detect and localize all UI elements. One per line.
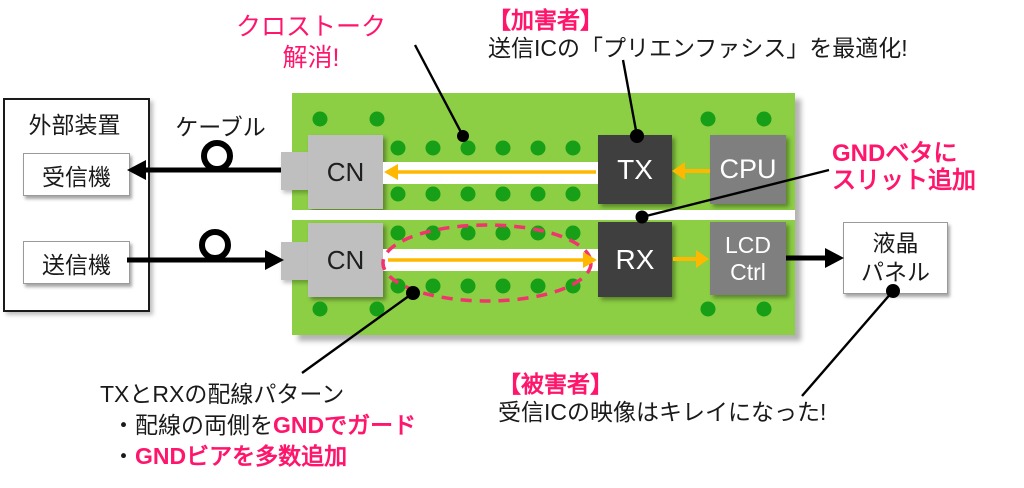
cn-bottom-connector: CN xyxy=(308,223,383,297)
attacker-heading: 【加害者】 xyxy=(488,7,603,33)
tx-ic-block: TX xyxy=(598,135,672,204)
wiring-line2-prefix: ・配線の両側を xyxy=(112,412,273,438)
gnd-slit-line2: スリット追加 xyxy=(832,167,976,194)
crosstalk-line1: クロストーク xyxy=(235,13,386,41)
lcd-panel-line1: 液晶 xyxy=(872,230,919,256)
cn-bottom-connector-tab xyxy=(281,242,309,280)
receiver-box: 受信機 xyxy=(23,153,130,196)
victim-heading: 【被害者】 xyxy=(498,371,613,397)
wiring-line1: TXとRXの配線パターン xyxy=(100,381,345,407)
transmitter-box: 送信機 xyxy=(23,241,130,284)
lcd-ctrl-line2: Ctrl xyxy=(730,258,766,285)
gnd-slit-line1: GNDベタに xyxy=(832,140,958,167)
transmitter-to-cable-arrow xyxy=(127,229,284,270)
external-device-title: 外部装置 xyxy=(28,112,121,138)
wiring-note: TXとRXの配線パターン ・配線の両側をGNDでガード ・GNDビアを多数追加 xyxy=(100,379,416,472)
wiring-line2-emphasis: GNDでガード xyxy=(273,412,417,438)
gnd-slit-note: GNDベタに スリット追加 xyxy=(832,140,976,194)
pcb-board xyxy=(292,93,795,335)
cable-label: ケーブル xyxy=(175,114,266,140)
cable-to-receiver-arrow xyxy=(127,140,281,180)
cable-loop-bottom xyxy=(199,229,231,261)
rx-ic-block: RX xyxy=(598,222,672,297)
cn-top-connector-tab xyxy=(281,152,309,190)
cpu-block: CPU xyxy=(710,135,786,204)
victim-body: 受信ICの映像はキレイになった! xyxy=(498,399,827,425)
wiring-line3-prefix: ・ xyxy=(112,443,135,469)
lcd-ctrl-line1: LCD xyxy=(724,231,771,258)
wiring-line2: ・配線の両側をGNDでガード xyxy=(112,410,416,441)
cable-loop-top xyxy=(201,140,233,172)
cn-top-connector: CN xyxy=(308,135,383,209)
lcd-panel-box: 液晶 パネル xyxy=(843,222,948,294)
attacker-body: 送信ICの「プリエンファシス」を最適化! xyxy=(488,35,908,61)
lcd-panel-line2: パネル xyxy=(861,259,930,285)
crosstalk-note: クロストーク 解消! xyxy=(222,12,400,74)
victim-note: 【被害者】 受信ICの映像はキレイになった! xyxy=(498,370,826,426)
wiring-line3-emphasis: GNDビアを多数追加 xyxy=(135,443,348,469)
lcd-ctrl-block: LCD Ctrl xyxy=(710,222,786,295)
wiring-line3: ・GNDビアを多数追加 xyxy=(112,441,416,472)
crosstalk-line2: 解消! xyxy=(282,44,340,72)
attacker-note: 【加害者】 送信ICの「プリエンファシス」を最適化! xyxy=(488,6,908,62)
